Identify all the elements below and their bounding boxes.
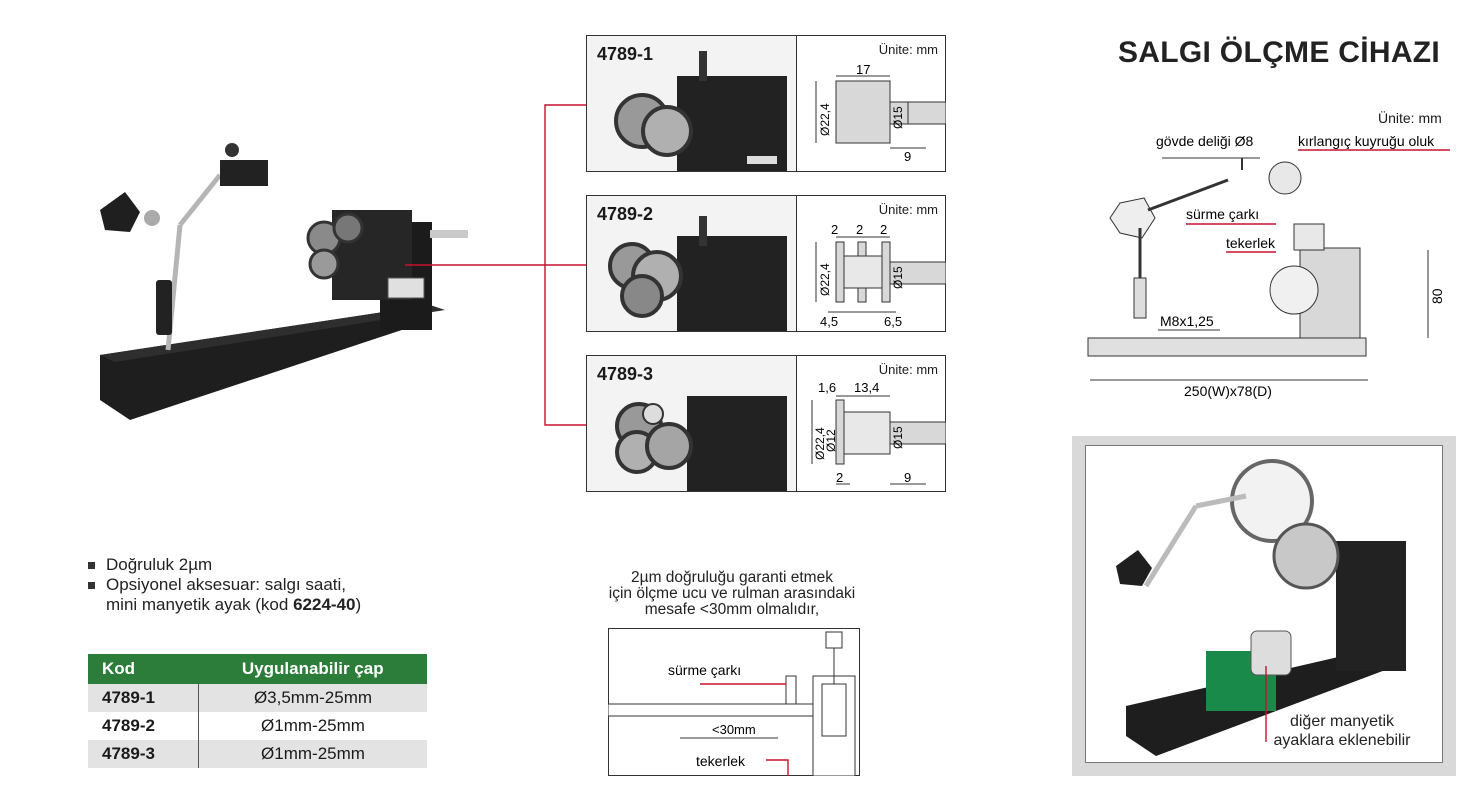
- dimension-diagram: gövde deliği Ø8 kırlangıç kuyruğu oluk s…: [1087, 133, 1450, 399]
- cell-diameter: Ø3,5mm-25mm: [198, 684, 427, 712]
- variant-photo: [587, 356, 797, 491]
- accuracy-note: 2µm doğruluğu garanti etmek için ölçme u…: [552, 570, 912, 618]
- dimension-drawing: Ünite: mm 1,6 13,4 Ø22,4 Ø12 Ø15 2 9: [796, 356, 947, 491]
- panel-caption: diğer manyetik ayaklara eklenebilir: [1242, 712, 1442, 750]
- cell-code: 4789-3: [88, 740, 199, 768]
- accessory-code: 6224-40: [293, 595, 356, 614]
- dim-top: 17: [856, 62, 870, 77]
- feature-accuracy: Doğruluk 2µm: [88, 555, 361, 575]
- dim-dia-shaft: Ø15: [891, 426, 905, 449]
- label-distance: <30mm: [712, 722, 756, 737]
- variant-code: 4789-1: [597, 44, 654, 64]
- side-unit-label: Ünite: mm: [1378, 110, 1442, 126]
- label-thread: M8x1,25: [1160, 313, 1214, 329]
- accessory-photo: diğer manyetik ayaklara eklenebilir: [1085, 445, 1443, 763]
- product-photo: [100, 143, 468, 420]
- caption-line2: ayaklara eklenebilir: [1273, 732, 1411, 749]
- label-size: 250(W)x78(D): [1184, 383, 1272, 399]
- dim-dia-shaft: Ø15: [891, 266, 905, 289]
- variant-photo: [587, 196, 797, 331]
- label-height: 80: [1429, 288, 1445, 304]
- dim-top-a: 2: [831, 222, 838, 237]
- dim-bottom-a: 4,5: [820, 314, 838, 329]
- table-row: 4789-3 Ø1mm-25mm: [88, 740, 427, 768]
- cell-diameter: Ø1mm-25mm: [198, 740, 427, 768]
- dim-bottom: 9: [904, 149, 911, 164]
- dim-top-b: 13,4: [854, 380, 879, 395]
- variant-card-4789-1: 4789-1 Ünite: mm 17 Ø22,4 Ø15 9: [586, 35, 947, 172]
- variant-code: 4789-3: [597, 364, 654, 384]
- feature-accessory-line2: mini manyetik ayak (kod 6224-40): [106, 595, 361, 615]
- dim-dia-inner: Ø12: [824, 429, 838, 452]
- dimension-drawing: Ünite: mm 17 Ø22,4 Ø15 9: [796, 36, 947, 171]
- table-row: 4789-1 Ø3,5mm-25mm: [88, 684, 427, 712]
- label-roller: tekerlek: [696, 753, 746, 769]
- note-line1: 2µm doğruluğu garanti etmek: [631, 569, 833, 586]
- variant-code: 4789-2: [597, 204, 654, 224]
- label-dovetail: kırlangıç kuyruğu oluk: [1298, 133, 1435, 149]
- unit-label: Ünite: mm: [878, 202, 938, 217]
- dim-top-a: 1,6: [818, 380, 836, 395]
- dim-bottom-a: 2: [836, 470, 843, 485]
- note-line3: mesafe <30mm olmalıdır,: [644, 601, 820, 618]
- dim-bottom-b: 6,5: [884, 314, 902, 329]
- caption-line1: diğer manyetik: [1289, 713, 1395, 730]
- label-wheel: sürme çarkı: [1186, 206, 1259, 222]
- page-title: SALGI ÖLÇME CİHAZI: [1118, 36, 1441, 69]
- variant-card-4789-2: 4789-2 Ünite: mm 2 2 2 Ø22,4 Ø15 4,5 6,5: [586, 195, 947, 332]
- dim-dia-left: Ø22,4: [813, 427, 827, 460]
- distance-diagram: sürme çarkı <30mm tekerlek: [608, 628, 860, 776]
- dim-top-c: 2: [880, 222, 887, 237]
- dim-dia-shaft: Ø15: [891, 106, 905, 129]
- variant-photo: [587, 36, 797, 171]
- header-code: Kod: [88, 654, 199, 684]
- spec-table: Kod Uygulanabilir çap 4789-1 Ø3,5mm-25mm…: [88, 654, 427, 768]
- feature-list: Doğruluk 2µm Opsiyonel aksesuar: salgı s…: [88, 555, 361, 615]
- label-wheel: sürme çarkı: [668, 662, 741, 678]
- cell-code: 4789-1: [88, 684, 199, 712]
- accessory-photo-panel: diğer manyetik ayaklara eklenebilir: [1072, 436, 1456, 776]
- cell-code: 4789-2: [88, 712, 199, 740]
- feature-accessory: Opsiyonel aksesuar: salgı saati, mini ma…: [88, 575, 361, 615]
- cell-diameter: Ø1mm-25mm: [261, 716, 365, 735]
- dim-bottom-b: 9: [904, 470, 911, 485]
- dim-top-b: 2: [856, 222, 863, 237]
- feature-accessory-line1: Opsiyonel aksesuar: salgı saati,: [106, 575, 347, 594]
- note-line2: için ölçme ucu ve rulman arasındaki: [608, 585, 856, 602]
- dimension-drawing: Ünite: mm 2 2 2 Ø22,4 Ø15 4,5 6,5: [796, 196, 947, 331]
- label-roller: tekerlek: [1226, 235, 1276, 251]
- table-row: 4789-2 Ø1mm-25mm: [88, 712, 427, 740]
- header-diameter: Uygulanabilir çap: [198, 654, 427, 684]
- accessory-text: mini manyetik ayak (kod: [106, 595, 294, 614]
- accessory-close: ): [355, 595, 362, 614]
- variant-card-4789-3: 4789-3 Ünite: mm 1,6 13,4 Ø22,4 Ø12 Ø15 …: [586, 355, 947, 492]
- callout-connector: [405, 104, 586, 426]
- table-header-row: Kod Uygulanabilir çap: [88, 654, 427, 684]
- dim-dia-left: Ø22,4: [818, 263, 832, 296]
- unit-label: Ünite: mm: [878, 42, 938, 57]
- unit-label: Ünite: mm: [878, 362, 938, 377]
- dim-dia-left: Ø22,4: [818, 103, 832, 136]
- label-hole: gövde deliği Ø8: [1156, 133, 1254, 149]
